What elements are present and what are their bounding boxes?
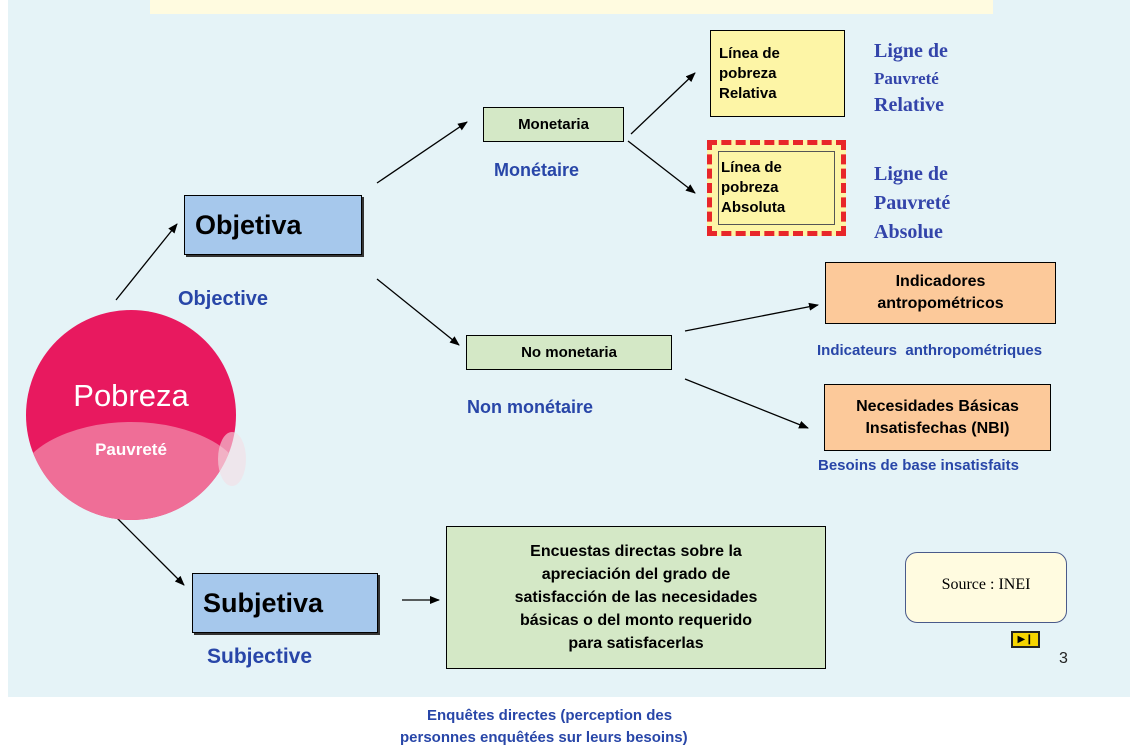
encuestas-box: Encuestas directas sobre la apreciación … [446,526,826,669]
necesidades-line-1: Necesidades Básicas [856,397,1019,415]
necesidades-label-fr: Besoins de base insatisfaits [818,457,1019,474]
necesidades-line-2: Insatisfechas (NBI) [865,419,1010,437]
arrow-nomonetaria-indicadores [684,302,819,332]
no-monetaria-box: No monetaria [466,335,672,370]
necesidades-box: Necesidades Básicas Insatisfechas (NBI) [824,384,1051,451]
objetiva-label-fr: Objective [178,288,269,310]
arrow-nomonetaria-necesidades [684,378,809,429]
arrow-objetiva-nomonetaria [376,278,460,346]
encuestas-label-fr: Enquêtes directes (perception des person… [400,705,700,749]
encuestas-line-2: apreciación del grado de [541,566,731,583]
linea-absoluta-fr-line-3: Absolue [874,221,943,243]
linea-absoluta-fr-line-2: Pauvreté [874,192,951,214]
linea-relativa-fr-line-3: Relative [874,94,944,116]
root-circle: Pobreza Pauvreté [26,310,236,520]
subjetiva-box: Subjetiva [192,573,378,633]
linea-relativa-line-2: pobreza [719,64,777,82]
indicadores-label-fr: Indicateurs anthropométriques [817,342,1043,359]
next-slide-button[interactable]: ▶❙ [1011,631,1040,648]
next-slide-icon: ▶❙ [1017,633,1034,645]
linea-absoluta-fr-line-1: Ligne de [874,163,948,185]
monetaria-box: Monetaria [483,107,624,142]
top-banner [150,0,993,14]
encuestas-line-1: Encuestas directas sobre la [530,543,742,560]
arrow-root-objetiva [115,223,178,301]
page-number: 3 [1059,650,1068,667]
linea-relativa-fr-line-1: Ligne de [874,40,948,62]
linea-absoluta-label-fr: Ligne de Pauvreté Absolue [874,160,950,247]
linea-absoluta-frame: Línea de pobreza Absoluta [707,140,846,236]
subjetiva-label-fr: Subjective [207,645,313,668]
source-box: Source : INEI [905,552,1067,623]
indicadores-line-1: Indicadores [895,273,986,290]
linea-absoluta-line-3: Absoluta [721,199,786,216]
root-circle-highlight [26,422,236,520]
arrow-root-subjetiva [116,517,185,586]
no-monetaria-label-fr: Non monétaire [467,397,594,417]
linea-absoluta-line-1: Línea de [721,159,782,176]
linea-absoluta-box: Línea de pobreza Absoluta [718,151,835,225]
linea-relativa-line-3: Relativa [719,84,777,102]
encuestas-line-5: para satisfacerlas [568,635,704,652]
monetaria-label-fr: Monétaire [494,160,580,180]
indicadores-line-2: antropométricos [877,295,1004,312]
arrow-monetaria-relativa [630,72,696,135]
root-title: Pobreza [73,378,189,413]
linea-relativa-label-fr: Ligne de Pauvreté Relative [874,38,948,119]
root-circle-glow [218,432,246,486]
linea-relativa-box: Línea de pobreza Relativa [710,30,845,117]
linea-relativa-line-1: Línea de [719,44,780,62]
encuestas-line-3: satisfacción de las necesidades [514,589,758,606]
root-subtitle: Pauvreté [95,440,167,459]
objetiva-box: Objetiva [184,195,362,255]
encuestas-fr-line-1: Enquêtes directes (perception des [427,707,673,724]
arrow-objetiva-monetaria [376,121,468,184]
linea-relativa-fr-line-2: Pauvreté [874,69,939,88]
encuestas-line-4: básicas o del monto requerido [519,612,753,629]
encuestas-fr-line-2: personnes enquêtées sur leurs besoins) [400,729,688,746]
indicadores-box: Indicadores antropométricos [825,262,1056,324]
arrow-monetaria-absoluta [627,140,696,194]
linea-absoluta-line-2: pobreza [721,179,779,196]
